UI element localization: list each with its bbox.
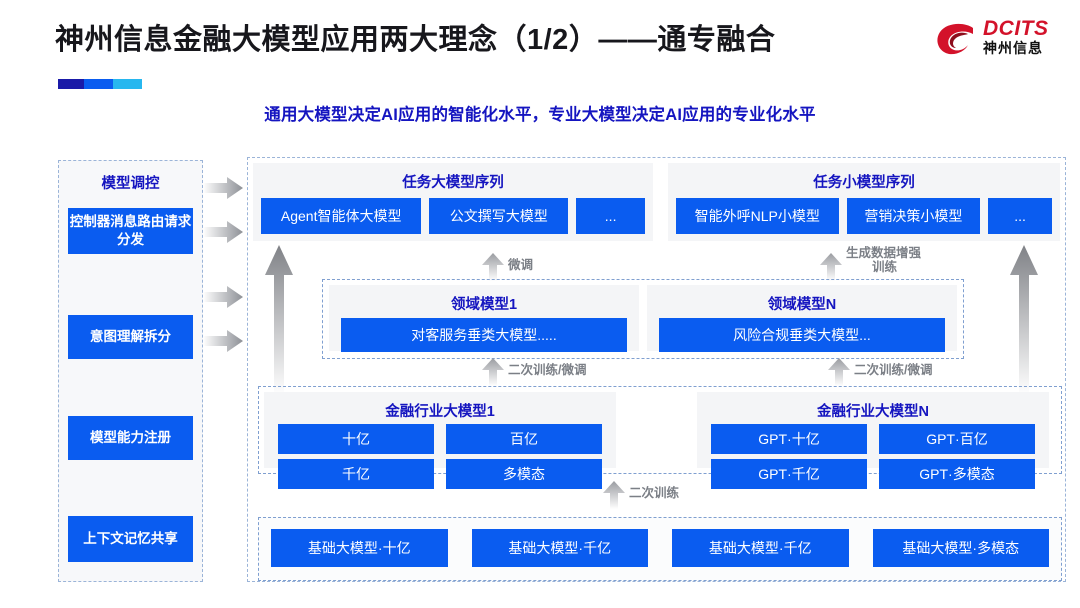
task-small-chip-more[interactable]: ... — [988, 198, 1052, 234]
industry-model-1-chips: 十亿 百亿 千亿 多模态 — [264, 421, 616, 489]
industry-n-chip-1[interactable]: GPT·百亿 — [879, 424, 1035, 454]
task-big-chip-more[interactable]: ... — [576, 198, 646, 234]
title-accent-bar — [58, 79, 142, 89]
industry-model-1: 金融行业大模型1 十亿 百亿 千亿 多模态 — [264, 392, 616, 489]
task-small-model-chips: 智能外呼NLP小模型 营销决策小模型 ... — [668, 192, 1060, 242]
page-title: 神州信息金融大模型应用两大理念（1/2）——通专融合 — [55, 24, 776, 56]
domain-model-n: 领域模型N 风险合规垂类大模型... — [647, 285, 957, 352]
flow-arrow-up-retrain-left — [482, 358, 504, 386]
control-item-1[interactable]: 意图理解拆分 — [68, 315, 193, 359]
accent-segment-2 — [84, 79, 113, 89]
accent-segment-3 — [112, 79, 142, 89]
domain-model-1-title: 领域模型1 — [450, 297, 518, 313]
label-data-augmentation-2: 训练 — [872, 260, 898, 274]
industry-n-chip-2[interactable]: GPT·千亿 — [711, 459, 867, 489]
task-big-chip-1[interactable]: 公文撰写大模型 — [429, 198, 569, 234]
industry-model-n-chips: GPT·十亿 GPT·百亿 GPT·千亿 GPT·多模态 — [697, 421, 1049, 489]
task-big-chip-0[interactable]: Agent智能体大模型 — [261, 198, 422, 234]
domain-model-1-chip[interactable]: 对客服务垂类大模型..... — [341, 318, 627, 352]
industry-model-1-title: 金融行业大模型1 — [385, 404, 495, 420]
flow-arrow-up-finetune — [482, 253, 504, 281]
label-retrain: 二次训练 — [629, 486, 680, 500]
flow-arrow-up-data-aug — [820, 253, 842, 281]
domain-model-n-title: 领域模型N — [767, 297, 837, 313]
task-small-chip-0[interactable]: 智能外呼NLP小模型 — [676, 198, 839, 234]
industry-model-n: 金融行业大模型N GPT·十亿 GPT·百亿 GPT·千亿 GPT·多模态 — [697, 392, 1049, 489]
label-data-augmentation-1: 生成数据增强 — [846, 246, 922, 260]
model-control-title: 模型调控 — [101, 176, 160, 192]
dcits-swirl-icon — [937, 23, 973, 55]
industry-1-chip-3[interactable]: 多模态 — [446, 459, 602, 489]
base-chip-1[interactable]: 基础大模型·千亿 — [471, 529, 648, 567]
domain-model-row: 领域模型1 对客服务垂类大模型..... 领域模型N 风险合规垂类大模型... — [322, 279, 964, 359]
control-item-2[interactable]: 模型能力注册 — [68, 416, 193, 460]
logo-text-cn: 神州信息 — [983, 40, 1043, 56]
flow-arrow-up-left-long — [265, 245, 293, 395]
industry-1-chip-1[interactable]: 百亿 — [446, 424, 602, 454]
task-small-model-title: 任务小模型序列 — [813, 175, 915, 191]
domain-model-1: 领域模型1 对客服务垂类大模型..... — [329, 285, 639, 352]
industry-1-chip-2[interactable]: 千亿 — [278, 459, 434, 489]
industry-model-row: 金融行业大模型1 十亿 百亿 千亿 多模态 金融行业大模型N GPT·十亿 GP… — [258, 386, 1062, 489]
label-retrain-finetune-left: 二次训练/微调 — [508, 363, 587, 377]
domain-model-n-chip[interactable]: 风险合规垂类大模型... — [659, 318, 945, 352]
label-retrain-finetune-right: 二次训练/微调 — [854, 363, 933, 377]
base-chip-0[interactable]: 基础大模型·十亿 — [271, 529, 448, 567]
model-stack-panel — [247, 157, 1066, 582]
flow-arrow-right-4 — [203, 330, 243, 352]
task-big-model-title: 任务大模型序列 — [402, 175, 504, 191]
control-item-0[interactable]: 控制器消息路由请求分发 — [68, 208, 193, 254]
flow-arrow-up-retrain-base — [603, 481, 625, 509]
logo-text-en: DCITS — [983, 17, 1049, 40]
flow-arrow-right-1 — [203, 177, 243, 199]
task-small-model-sequence: 任务小模型序列 智能外呼NLP小模型 营销决策小模型 ... — [668, 163, 1060, 241]
industry-1-chip-0[interactable]: 十亿 — [278, 424, 434, 454]
task-big-model-chips: Agent智能体大模型 公文撰写大模型 ... — [253, 192, 653, 242]
accent-segment-1 — [58, 79, 85, 89]
base-chip-2[interactable]: 基础大模型·千亿 — [672, 529, 849, 567]
industry-n-chip-0[interactable]: GPT·十亿 — [711, 424, 867, 454]
industry-n-chip-3[interactable]: GPT·多模态 — [879, 459, 1035, 489]
flow-arrow-right-3 — [203, 286, 243, 308]
base-model-chips: 基础大模型·十亿 基础大模型·千亿 基础大模型·千亿 基础大模型·多模态 — [259, 518, 1061, 578]
label-fine-tune: 微调 — [508, 258, 534, 272]
industry-model-n-title: 金融行业大模型N — [817, 404, 929, 420]
task-small-chip-1[interactable]: 营销决策小模型 — [846, 198, 981, 234]
base-model-row: 基础大模型·十亿 基础大模型·千亿 基础大模型·千亿 基础大模型·多模态 — [258, 517, 1062, 581]
flow-arrow-up-retrain-right — [828, 358, 850, 386]
flow-arrow-right-2 — [203, 221, 243, 243]
flow-arrow-up-right-long — [1010, 245, 1038, 395]
architecture-diagram: 模型调控 控制器消息路由请求分发 意图理解拆分 模型能力注册 上下文记忆共享 任… — [0, 145, 1080, 600]
logo-text-block: DCITS 神州信息 — [983, 17, 1049, 57]
base-chip-3[interactable]: 基础大模型·多模态 — [872, 529, 1049, 567]
model-control-panel: 模型调控 控制器消息路由请求分发 意图理解拆分 模型能力注册 上下文记忆共享 — [58, 160, 203, 582]
page-subtitle: 通用大模型决定AI应用的智能化水平，专业大模型决定AI应用的专业化水平 — [264, 106, 816, 124]
control-item-3[interactable]: 上下文记忆共享 — [68, 516, 193, 562]
company-logo: DCITS 神州信息 — [935, 17, 1060, 69]
task-big-model-sequence: 任务大模型序列 Agent智能体大模型 公文撰写大模型 ... — [253, 163, 653, 241]
